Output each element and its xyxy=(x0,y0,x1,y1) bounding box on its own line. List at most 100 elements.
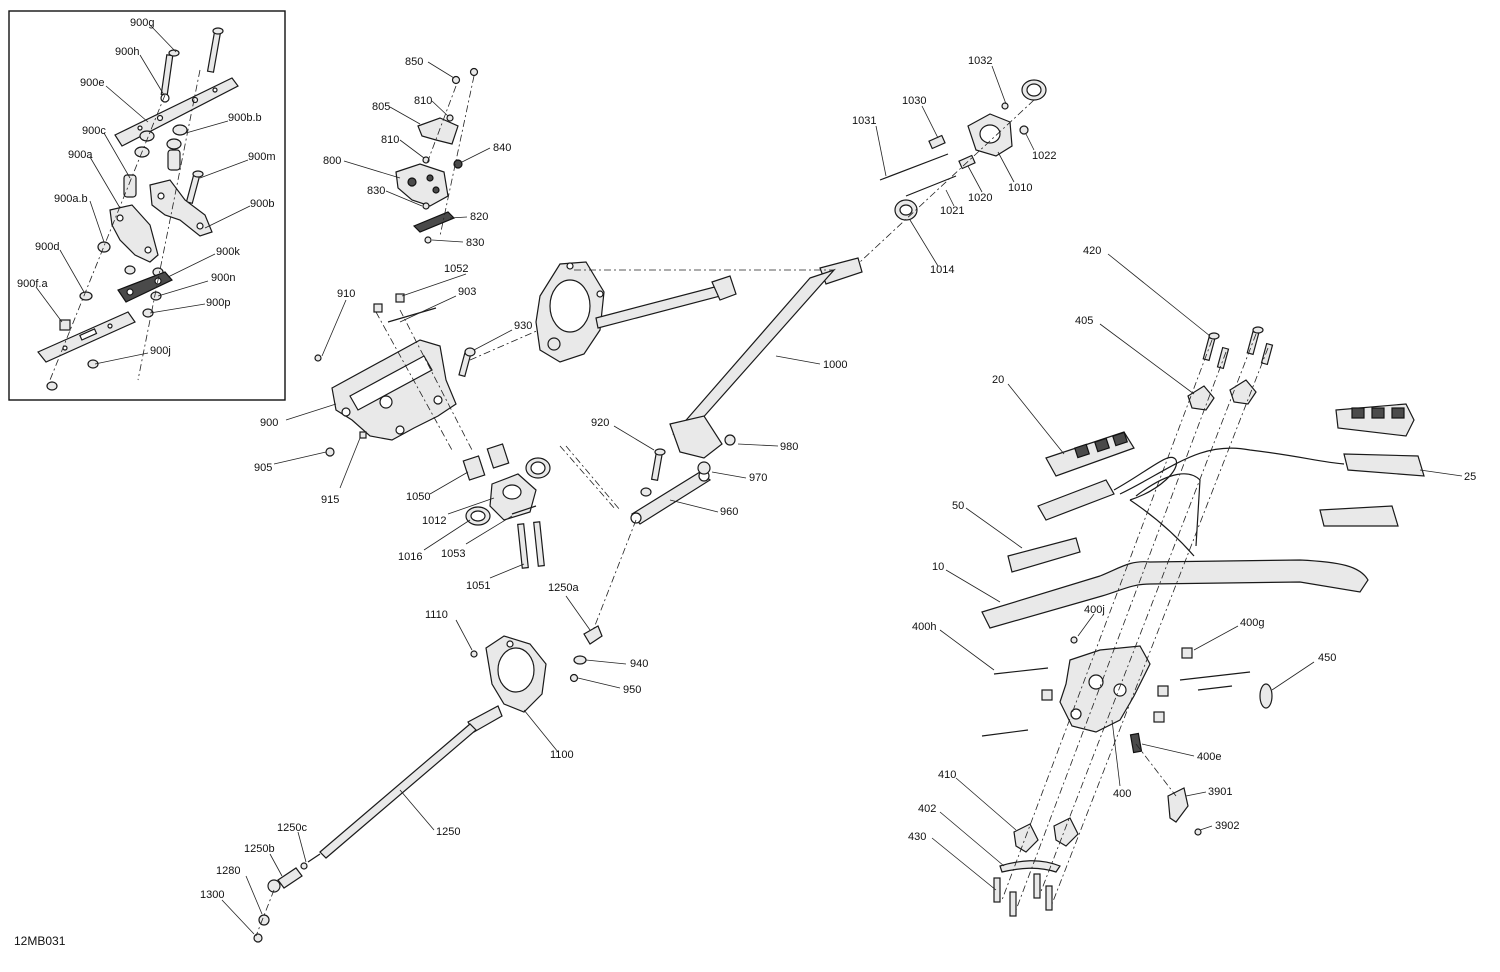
bushing-970[interactable] xyxy=(697,461,711,475)
nut-1052b[interactable] xyxy=(395,293,405,303)
screw-3902[interactable] xyxy=(1194,828,1202,836)
nut-1052[interactable] xyxy=(373,303,383,313)
nut-980[interactable] xyxy=(724,434,736,446)
grip-20[interactable] xyxy=(1045,431,1135,477)
screw-1110[interactable] xyxy=(470,650,478,658)
screw-810[interactable] xyxy=(446,114,454,122)
bolt-420[interactable] xyxy=(1202,336,1216,362)
screw-400j[interactable] xyxy=(1070,636,1078,644)
strap-903[interactable] xyxy=(387,307,437,323)
sensor-800[interactable] xyxy=(395,163,449,207)
spring-400e[interactable] xyxy=(1129,732,1143,754)
washer-900d[interactable] xyxy=(79,291,93,301)
nut-1022[interactable] xyxy=(1019,125,1029,135)
bracket-900b[interactable] xyxy=(149,179,213,237)
bolt-420c[interactable] xyxy=(1246,330,1260,356)
shaft-1250[interactable] xyxy=(319,723,477,859)
bolt-920[interactable] xyxy=(650,450,664,482)
sleeve-1030[interactable] xyxy=(928,134,946,150)
bolt-430c[interactable] xyxy=(1033,873,1041,899)
nut-950[interactable] xyxy=(569,673,579,683)
bolt-430[interactable] xyxy=(993,877,1001,903)
clamp-410[interactable] xyxy=(1013,823,1039,853)
screw-910[interactable] xyxy=(314,354,322,362)
plate-900e[interactable] xyxy=(114,77,239,147)
bolt-900m[interactable] xyxy=(185,170,204,205)
washer-940[interactable] xyxy=(573,655,587,665)
nut-900j[interactable] xyxy=(87,359,99,369)
bolt-1051[interactable] xyxy=(517,523,529,569)
bushing-1050[interactable] xyxy=(462,455,486,481)
callout-1250: 1250 xyxy=(436,826,460,838)
nut-900n[interactable] xyxy=(150,291,162,301)
bolt-400h[interactable] xyxy=(993,667,1049,675)
bolt-1021[interactable] xyxy=(905,175,957,197)
housing-1100[interactable] xyxy=(485,635,547,713)
nut-1300[interactable] xyxy=(253,933,263,943)
sleeve-50[interactable] xyxy=(1007,537,1081,573)
bolt-1051b[interactable] xyxy=(533,521,545,567)
nut-850[interactable] xyxy=(451,75,461,85)
nut-850b[interactable] xyxy=(469,67,479,77)
nut-1250c[interactable] xyxy=(300,862,308,870)
nut-905[interactable] xyxy=(325,447,335,457)
pin-1053[interactable] xyxy=(511,505,537,515)
column-top[interactable] xyxy=(819,257,863,285)
housing-upper[interactable] xyxy=(535,261,605,363)
bolt-420b[interactable] xyxy=(1216,346,1230,370)
screw-830[interactable] xyxy=(422,202,430,210)
link-820[interactable] xyxy=(412,211,456,233)
bushing-1050b[interactable] xyxy=(486,443,510,469)
nut-1032[interactable] xyxy=(1001,102,1009,110)
bolt-430d[interactable] xyxy=(1045,885,1053,911)
link-960[interactable] xyxy=(631,471,712,525)
callout-3901: 3901 xyxy=(1208,786,1232,798)
bracket-805[interactable] xyxy=(417,117,459,145)
bolt-1031[interactable] xyxy=(879,153,949,181)
spacer-900bb[interactable] xyxy=(166,124,188,171)
spacer-900c[interactable] xyxy=(123,130,155,198)
handlebar-10[interactable] xyxy=(981,559,1369,629)
callout-900: 900 xyxy=(260,417,278,429)
lever-3901[interactable] xyxy=(1167,787,1189,823)
nut-400g[interactable] xyxy=(1181,647,1193,659)
bracket-900a[interactable] xyxy=(109,204,159,263)
screw-830b[interactable] xyxy=(424,236,432,244)
bolt-420d[interactable] xyxy=(1260,342,1274,366)
riser-400[interactable] xyxy=(1059,645,1151,733)
callout-1110: 1110 xyxy=(425,609,448,621)
bolt-900h[interactable] xyxy=(206,27,224,73)
washer[interactable] xyxy=(124,265,136,275)
nut[interactable] xyxy=(1041,689,1053,701)
washer-900ab[interactable] xyxy=(97,241,111,253)
clamp-410b[interactable] xyxy=(1053,817,1079,847)
nut[interactable] xyxy=(1157,685,1169,697)
detail-inset-900: 900g 900h 900e 900b.b 900c 900a 900m 900… xyxy=(8,10,286,401)
clip-915[interactable] xyxy=(359,431,367,439)
nut-900p[interactable] xyxy=(142,308,154,318)
heater-left[interactable] xyxy=(1037,479,1115,521)
clamp-1010[interactable] xyxy=(967,113,1013,157)
tie-rod-end[interactable] xyxy=(711,275,737,301)
washer-920[interactable] xyxy=(640,487,652,497)
tie-rod[interactable] xyxy=(595,283,729,329)
bracket-900-main[interactable] xyxy=(331,339,457,441)
nut-840[interactable] xyxy=(453,159,463,169)
bolt-400g[interactable] xyxy=(1179,671,1251,681)
nut[interactable] xyxy=(1153,711,1165,723)
bolt[interactable] xyxy=(981,729,1029,737)
callout-1016: 1016 xyxy=(398,551,422,563)
block-1012[interactable] xyxy=(489,473,537,521)
nut[interactable] xyxy=(46,381,58,391)
washer-450[interactable] xyxy=(1259,683,1273,709)
bolt-430b[interactable] xyxy=(1009,891,1017,917)
grip-right[interactable] xyxy=(1335,403,1415,437)
heater-25[interactable] xyxy=(1343,453,1425,477)
column-base[interactable] xyxy=(669,415,723,459)
rod-end-1250b[interactable] xyxy=(277,867,303,889)
clamp-405[interactable] xyxy=(1187,385,1215,411)
clamp-405b[interactable] xyxy=(1229,379,1257,405)
heater-right[interactable] xyxy=(1319,505,1399,527)
bolt-900fa[interactable] xyxy=(59,319,71,331)
rod-end-1250a[interactable] xyxy=(583,625,603,645)
